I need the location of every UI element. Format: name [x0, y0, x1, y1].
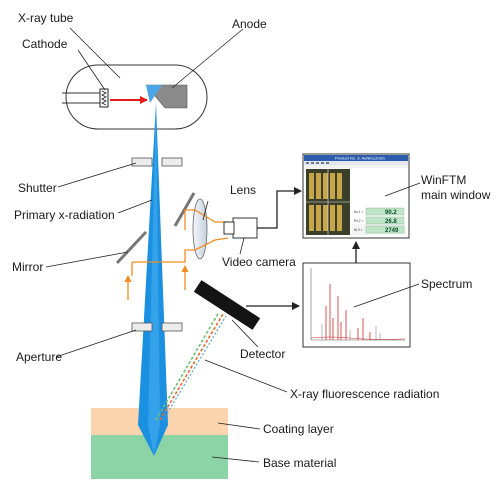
primary-xray-beam-highlight: [148, 103, 160, 456]
lower-mirror: [115, 230, 148, 265]
label-mirror: Mirror: [12, 260, 43, 274]
label-winftm-1: WinFTM: [421, 173, 466, 187]
reading-2-element: Pd 2 =: [354, 219, 363, 223]
reading-2-value: 26.8: [385, 219, 397, 225]
leader-mirror: [45, 251, 129, 268]
spectrum-window: [302, 262, 411, 348]
camera-to-monitor-arrow: [257, 187, 302, 229]
label-aperture: Aperture: [16, 350, 62, 364]
reading-1-element: Au 1 =: [354, 210, 363, 214]
video-camera-body: [232, 217, 258, 239]
leader-fluorescence: [204, 359, 288, 393]
winftm-window: Product No. 3: AuNiCuZnSn Au 1 = 90.2 Pd…: [302, 153, 410, 239]
reading-3-element: Ni 3 =: [354, 228, 363, 232]
leader-primary-radiation: [117, 199, 153, 214]
leader-lens: [202, 200, 209, 221]
anode-face: [146, 85, 162, 103]
detector: [193, 280, 261, 330]
aperture-right: [161, 322, 183, 332]
leader-base: [211, 456, 260, 463]
leader-aperture: [55, 329, 137, 358]
fluorescence-ray-orange: [159, 313, 224, 421]
reading-3-value: 2749: [385, 228, 399, 234]
label-coating: Coating layer: [263, 422, 334, 436]
fluorescence-ray-green: [155, 311, 220, 421]
lens: [192, 198, 208, 260]
winftm-title: Product No. 3: AuNiCuZnSn: [335, 156, 385, 161]
leader-xray-tube: [69, 27, 121, 79]
label-primary-radiation: Primary x-radiation: [14, 208, 115, 222]
label-anode: Anode: [232, 17, 267, 31]
xray-tube-housing: [65, 64, 208, 130]
leader-video-camera: [239, 237, 245, 255]
shutter-right: [161, 157, 183, 167]
leader-spectrum: [353, 283, 420, 308]
aperture-left: [131, 322, 153, 332]
leader-cathode: [77, 49, 106, 91]
label-winftm-2: main window: [421, 188, 491, 202]
optical-path-lower: [132, 237, 229, 263]
label-video-camera: Video camera: [222, 255, 296, 269]
leader-coating: [217, 422, 261, 430]
leader-anode: [171, 28, 244, 89]
label-detector: Detector: [240, 347, 285, 361]
shutter-left: [131, 157, 153, 167]
label-base: Base material: [263, 456, 336, 470]
label-xray-tube: X-ray tube: [18, 11, 74, 25]
label-lens: Lens: [230, 183, 256, 197]
label-fluorescence: X-ray fluorescence radiation: [290, 387, 439, 401]
label-spectrum: Spectrum: [421, 277, 472, 291]
cathode-coil: [101, 90, 107, 106]
video-camera-lens: [223, 221, 235, 235]
label-shutter: Shutter: [18, 181, 57, 195]
fluorescence-ray-blue: [162, 315, 227, 421]
upper-mirror: [173, 192, 196, 227]
leader-detector: [231, 319, 259, 348]
leader-winftm: [384, 182, 421, 197]
leader-shutter: [57, 162, 137, 188]
reading-1-value: 90.2: [385, 210, 397, 216]
optical-path-upper: [185, 209, 228, 223]
label-cathode: Cathode: [22, 37, 68, 51]
